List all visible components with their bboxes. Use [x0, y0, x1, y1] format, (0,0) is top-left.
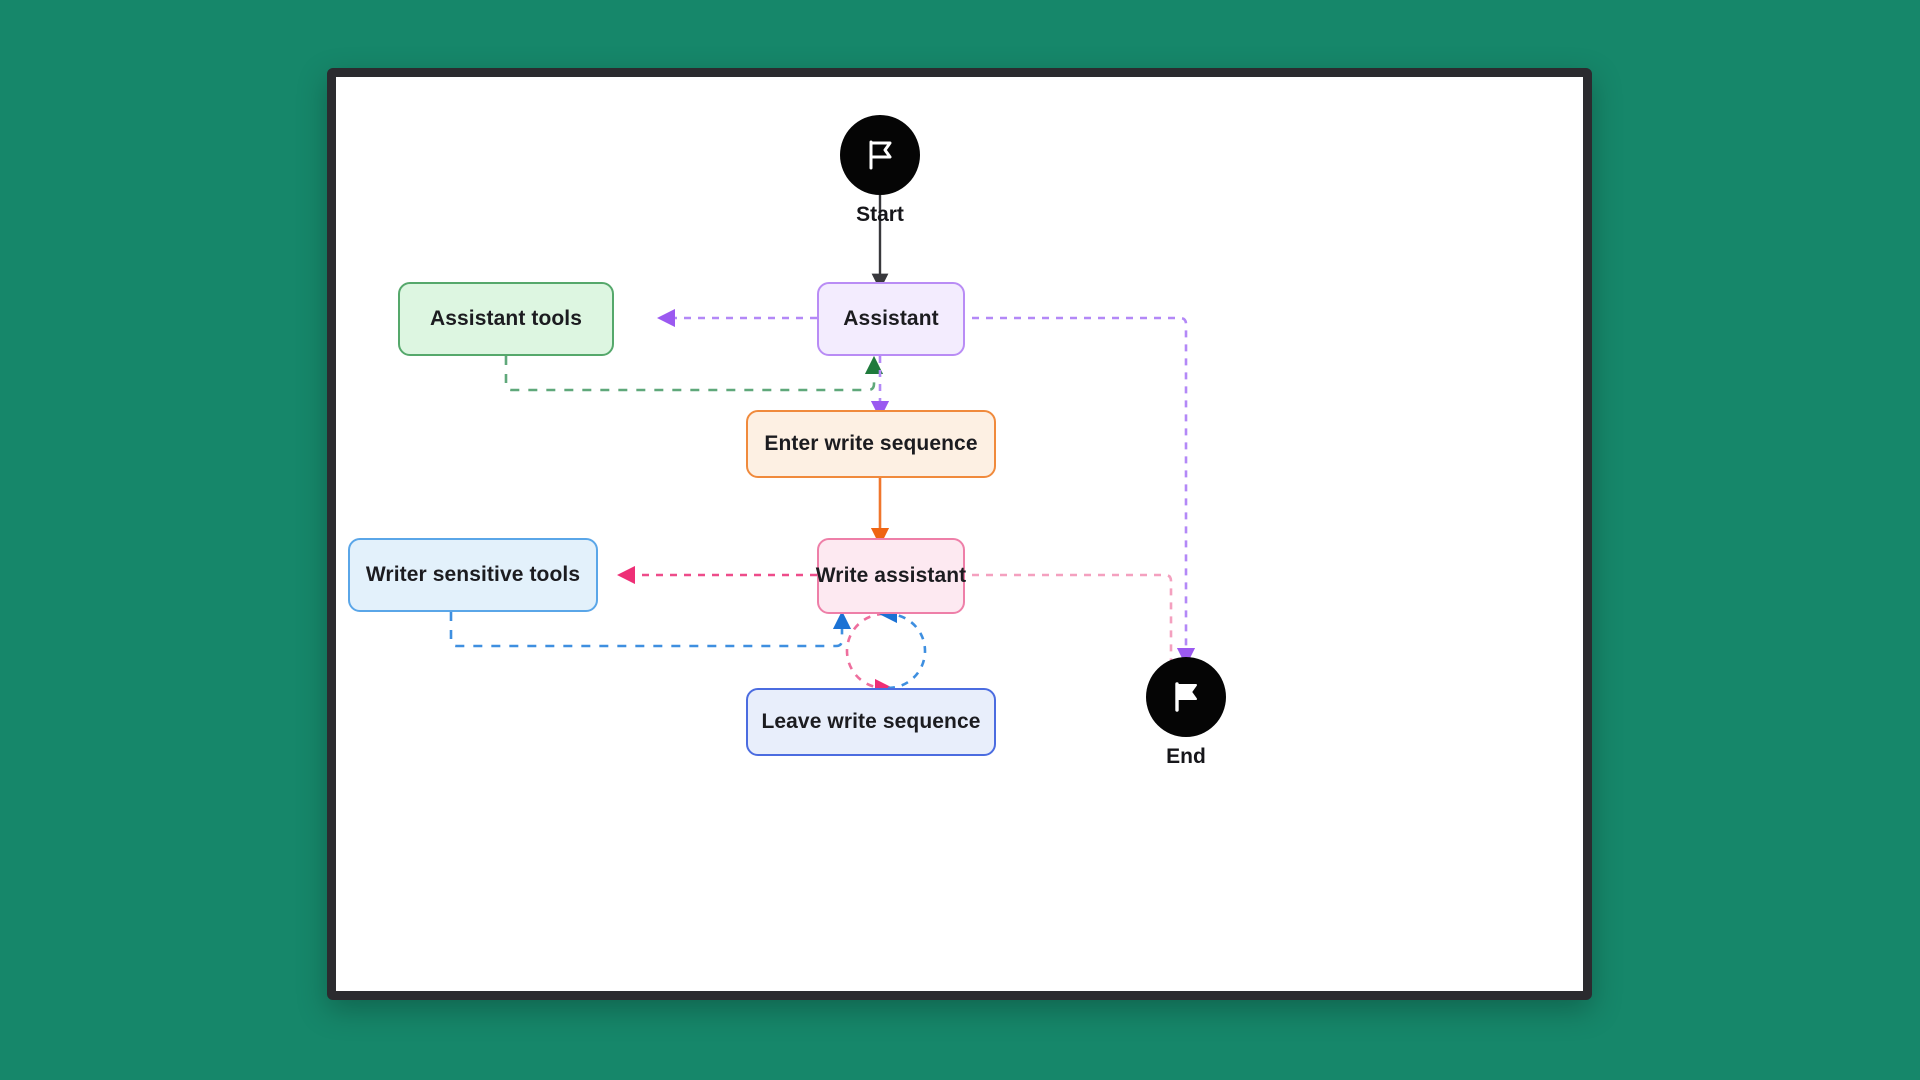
- terminal-start[interactable]: Start: [840, 115, 920, 227]
- flag-filled-icon: [1175, 682, 1197, 712]
- node-label: Assistant tools: [429, 307, 583, 331]
- end-label: End: [1166, 745, 1206, 768]
- edge-leave-write-sequence-to-write-assistant: [878, 604, 927, 690]
- node-leave-write-sequence[interactable]: Leave write sequence: [746, 688, 996, 756]
- flag-outline-icon: [869, 140, 892, 170]
- node-label: Enter write sequence: [764, 432, 978, 456]
- edge-assistant-to-end: [944, 316, 1196, 667]
- edge-writer-sensitive-tools-to-write-assistant: [449, 610, 852, 648]
- edge-write-assistant-to-end: [944, 573, 1173, 660]
- node-label: Assistant: [843, 307, 939, 331]
- edge-write-assistant-to-leave-write-sequence: [845, 612, 894, 698]
- node-enter-write-sequence[interactable]: Enter write sequence: [746, 410, 996, 478]
- start-label: Start: [856, 203, 904, 226]
- terminal-end[interactable]: End: [1146, 657, 1226, 769]
- node-writer-sensitive-tools[interactable]: Writer sensitive tools: [348, 538, 598, 612]
- node-label: Write assistant: [815, 564, 967, 588]
- start-circle: [840, 115, 920, 195]
- end-circle: [1146, 657, 1226, 737]
- flowchart-canvas[interactable]: Start End Assistant tools Assistant Ente…: [336, 77, 1583, 991]
- node-label: Writer sensitive tools: [365, 563, 581, 587]
- edge-assistant-tools-to-assistant: [504, 355, 884, 392]
- node-assistant-tools[interactable]: Assistant tools: [398, 282, 614, 356]
- diagram-frame: Start End Assistant tools Assistant Ente…: [327, 68, 1592, 1000]
- edge-layer: [449, 195, 1196, 698]
- node-assistant[interactable]: Assistant: [817, 282, 965, 356]
- node-write-assistant[interactable]: Write assistant: [815, 538, 967, 614]
- node-label: Leave write sequence: [761, 710, 981, 734]
